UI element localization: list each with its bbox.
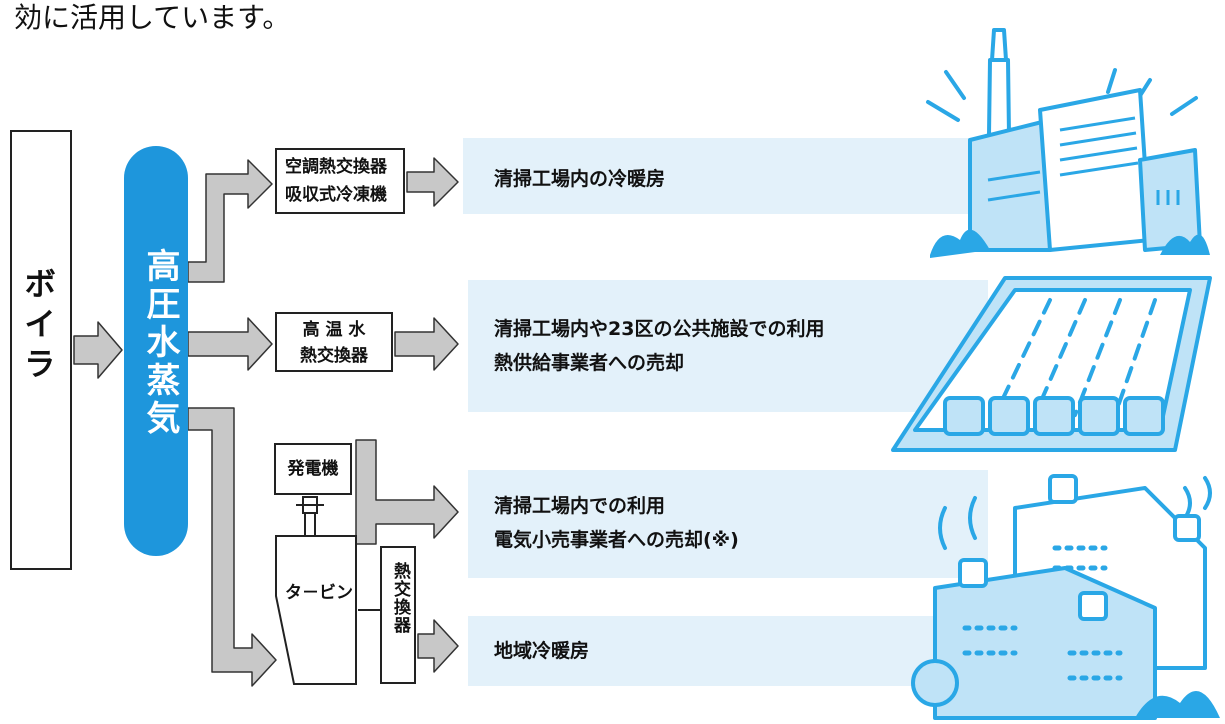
arrow-hx3-to-district xyxy=(417,619,459,673)
pool-illustration xyxy=(891,276,1212,452)
use2-line2: 熱供給事業者への売却 xyxy=(494,352,685,374)
hx2-box: 高 温 水 熱交換器 xyxy=(275,312,393,372)
generator-shaft xyxy=(304,512,316,538)
arrow-hx2-to-use2 xyxy=(394,317,459,371)
turbine-body xyxy=(275,535,357,685)
hx3-box: 熱交換器 xyxy=(380,546,416,684)
use-panel-cooling-heating xyxy=(463,138,983,214)
use2-line1: 清掃工場内や23区の公共施設での利用 xyxy=(494,318,825,340)
hx1-line2: 吸収式冷凍機 xyxy=(285,185,387,205)
use4-label: 地域冷暖房 xyxy=(494,640,590,662)
hx3-label: 熱交換器 xyxy=(390,562,410,634)
arrow-boiler-to-steam xyxy=(73,321,123,379)
arrow-turbine-to-power xyxy=(355,439,459,545)
use-panel-hot-water xyxy=(468,280,988,412)
boiler-label: ボイラ xyxy=(19,267,57,387)
steam-label: 高圧水蒸気 xyxy=(140,248,180,438)
intro-text: 効に活用しています。 xyxy=(14,1,291,34)
high-pressure-steam-bar: 高圧水蒸気 xyxy=(124,146,188,556)
facility-illustration xyxy=(911,474,1220,720)
turbine-label: タ－ビン xyxy=(285,583,353,603)
hx1-line1: 空調熱交換器 xyxy=(285,157,387,177)
use-panel-district xyxy=(468,616,988,686)
use1-label: 清掃工場内の冷暖房 xyxy=(494,168,666,190)
arrow-steam-to-turbine xyxy=(187,407,277,687)
boiler-box: ボイラ xyxy=(10,130,72,570)
factory-illustration xyxy=(926,28,1210,258)
use-panel-electricity xyxy=(468,470,988,578)
hx1-box: 空調熱交換器 吸収式冷凍機 xyxy=(275,148,405,214)
arrow-steam-to-hx1 xyxy=(187,159,273,283)
hx2-line2: 熱交換器 xyxy=(300,346,368,366)
arrow-hx1-to-use1 xyxy=(406,157,459,207)
hx2-line1: 高 温 水 xyxy=(302,320,366,340)
use3-line2: 電気小売事業者への売却(※) xyxy=(494,529,739,551)
arrow-steam-to-hx2 xyxy=(187,317,273,371)
factory-main-building xyxy=(968,118,1052,252)
use3-line1: 清掃工場内での利用 xyxy=(494,495,666,517)
generator-box: 発電機 xyxy=(274,443,352,495)
